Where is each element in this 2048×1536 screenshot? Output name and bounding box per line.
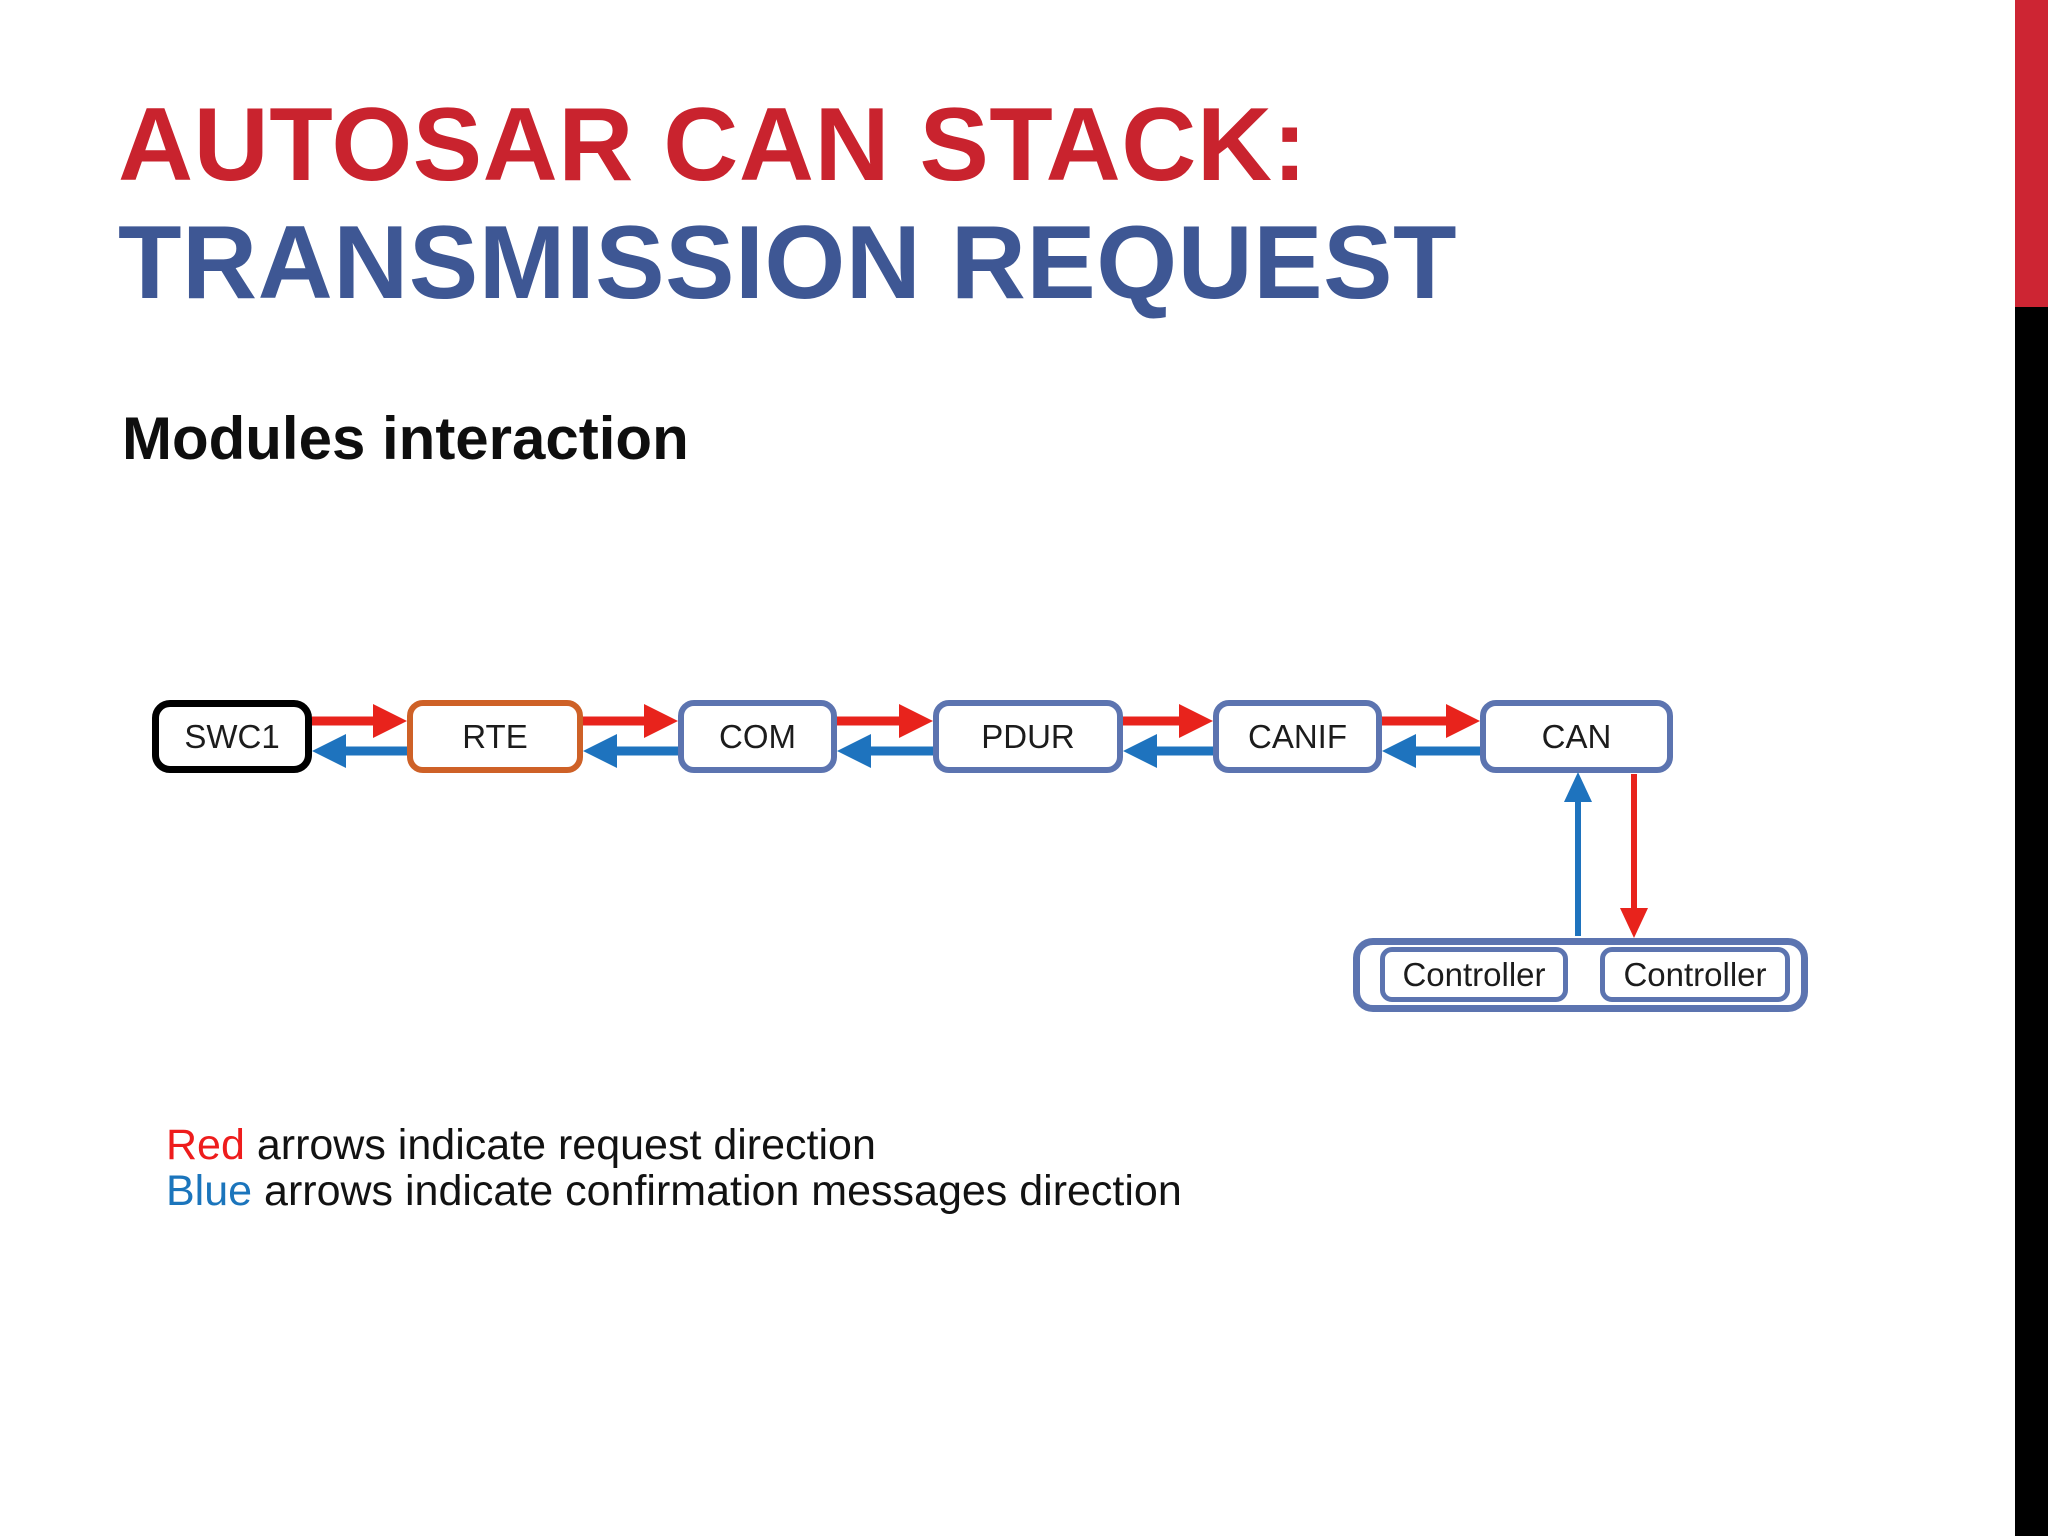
title-line-2: TRANSMISSION REQUEST [118,205,1457,321]
confirmation-arrow-head [583,734,617,768]
module-label-swc1: SWC1 [184,717,280,755]
request-arrow-can-controller [1620,774,1648,938]
confirmation-arrow-canif-pdur [1123,734,1213,768]
module-box-com: COM [678,700,837,773]
module-label-canif: CANIF [1248,717,1347,755]
confirmation-arrow-head [1564,772,1592,802]
request-arrow-head [1179,704,1213,738]
confirmation-arrow-head [837,734,871,768]
module-label-com: COM [719,717,796,755]
confirmation-arrow-can-canif [1382,734,1480,768]
module-box-swc1: SWC1 [152,700,312,773]
request-arrow-rte-com [583,704,678,738]
legend-keyword-red: Red [166,1121,245,1169]
accent-bar-black [2015,307,2048,1536]
legend-text-confirmation: arrows indicate confirmation messages di… [252,1167,1182,1215]
controller-box-1: Controller [1380,947,1568,1002]
confirmation-arrow-head [312,734,346,768]
page-title: AUTOSAR CAN STACK: TRANSMISSION REQUEST [118,86,1457,322]
module-box-canif: CANIF [1213,700,1382,773]
request-arrow-head [644,704,678,738]
request-arrow-swc1-rte [312,704,407,738]
controller-box-2: Controller [1600,947,1790,1002]
legend-line-request: Red arrows indicate request direction [166,1122,1182,1168]
confirmation-arrow-com-rte [583,734,678,768]
confirmation-arrow-head [1382,734,1416,768]
module-box-can: CAN [1480,700,1673,773]
request-arrow-head [1446,704,1480,738]
confirmation-arrow-pdur-com [837,734,933,768]
legend-text-request: arrows indicate request direction [244,1121,876,1169]
request-arrow-head [1620,908,1648,938]
subtitle: Modules interaction [122,405,689,472]
module-box-pdur: PDUR [933,700,1123,773]
legend-line-confirmation: Blue arrows indicate confirmation messag… [166,1168,1182,1214]
module-box-rte: RTE [407,700,583,773]
request-arrow-canif-can [1382,704,1480,738]
legend: Red arrows indicate request direction Bl… [166,1122,1182,1214]
controller-label-1: Controller [1402,955,1546,993]
controller-label-2: Controller [1623,955,1767,993]
request-arrow-com-pdur [837,704,933,738]
request-arrow-head [373,704,407,738]
module-label-can: CAN [1541,717,1612,755]
request-arrow-pdur-canif [1123,704,1213,738]
module-label-rte: RTE [462,717,528,755]
confirmation-arrow-rte-swc1 [312,734,407,768]
module-label-pdur: PDUR [981,717,1075,755]
confirmation-arrow-head [1123,734,1157,768]
title-line-1: AUTOSAR CAN STACK: [118,87,1308,203]
legend-keyword-blue: Blue [166,1167,253,1215]
request-arrow-head [899,704,933,738]
accent-bar-red [2015,0,2048,307]
confirmation-arrow-controller-can [1564,772,1592,936]
